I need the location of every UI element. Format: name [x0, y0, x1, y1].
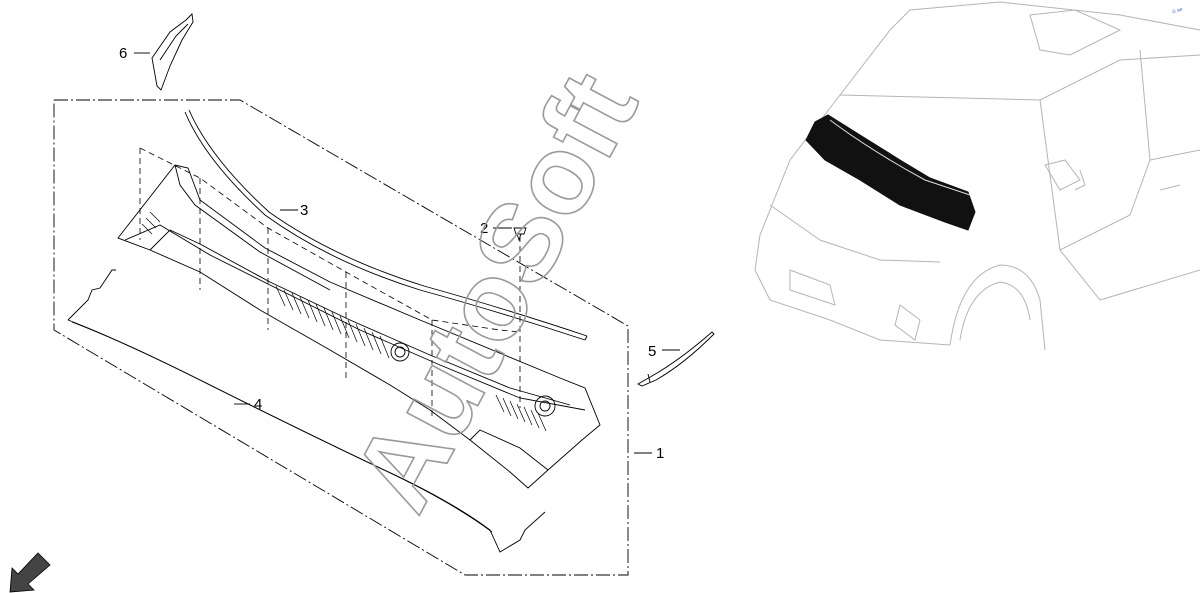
part-2-clip[interactable]: [513, 227, 527, 242]
callout-5[interactable]: 5: [648, 343, 656, 360]
vehicle-cowl-highlight: [805, 114, 976, 231]
callout-3[interactable]: 3: [300, 202, 308, 219]
callout-2[interactable]: 2: [480, 220, 488, 237]
part-6-side-cover[interactable]: [151, 13, 194, 91]
corner-mark: © ae: [1171, 5, 1184, 15]
callout-4[interactable]: 4: [254, 396, 262, 413]
part-5-molding[interactable]: [637, 331, 715, 387]
callout-1[interactable]: 1: [656, 445, 664, 462]
vehicle-outline-icon: [754, 1, 1200, 351]
cowl-grille: [141, 211, 547, 432]
watermark-text: AutoSoft: [329, 53, 661, 529]
callout-6[interactable]: 6: [119, 45, 127, 62]
assembly-boundary: [53, 99, 629, 576]
leader-lines: [134, 52, 680, 454]
part-3-weatherstrip[interactable]: [184, 109, 588, 341]
reference-lines: [139, 147, 521, 416]
front-direction-arrow-icon: [9, 552, 51, 593]
part-4-seal[interactable]: [67, 269, 546, 553]
watermark: AutoSoft: [328, 52, 662, 530]
callouts: 6 2 3 4 5 1: [119, 45, 664, 462]
part-1-cowl-panel[interactable]: [117, 164, 601, 489]
